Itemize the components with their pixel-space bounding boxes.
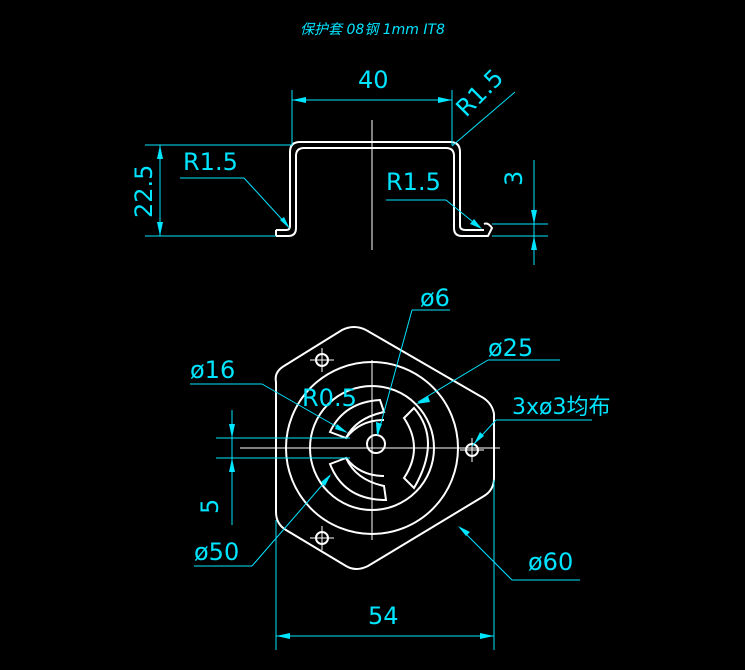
arrow-25: [416, 396, 430, 404]
leader-6: [377, 309, 413, 435]
circle-50: [285, 361, 459, 535]
top-view: ø6 ø25 3xø3均布 R0.5 ø16 5 ø50 ø: [190, 284, 610, 650]
dim-5-label: 5: [196, 499, 224, 514]
dim-40-label: 40: [358, 66, 389, 94]
dim-3-label: 3: [500, 171, 528, 186]
r15-top-label: R1.5: [450, 64, 509, 123]
arrow-40-right: [438, 97, 452, 103]
circle-25: [309, 385, 435, 511]
leader-25: [417, 359, 489, 403]
slot-upper-left: [328, 398, 386, 440]
r05-label: R0.5: [302, 384, 357, 412]
arrow-3-top: [531, 210, 537, 224]
arrow-5-bottom: [229, 458, 235, 472]
dim-54-label: 54: [368, 602, 399, 630]
arrow-54-right: [480, 633, 494, 639]
flange-outline: [274, 326, 495, 570]
arrow-r15-right: [470, 219, 482, 229]
arrow-225-top: [157, 145, 163, 159]
arrow-50: [321, 474, 331, 486]
center-hole-6: [366, 434, 386, 454]
arrow-6: [376, 422, 382, 436]
arrow-225-bottom: [157, 222, 163, 236]
holes-label: 3xø3均布: [512, 395, 610, 420]
arrow-16: [335, 424, 348, 433]
arrow-40-left: [292, 97, 306, 103]
dia-60-label: ø60: [528, 548, 573, 576]
r15-right-label: R1.5: [386, 168, 441, 196]
leader-50: [251, 475, 331, 567]
drawing-title: 保护套 08钢 1mm IT8: [300, 22, 445, 38]
slot-right: [402, 406, 429, 490]
inner-ring: [345, 419, 385, 477]
side-profile-inner: [276, 141, 484, 231]
dim-225-label: 22.5: [130, 165, 158, 218]
arrow-5-top: [229, 424, 235, 438]
dia-25-label: ø25: [488, 334, 533, 362]
r15-left-label: R1.5: [183, 148, 238, 176]
dia-50-label: ø50: [194, 538, 239, 566]
arrow-60: [458, 526, 470, 536]
arrow-r15-left: [280, 217, 290, 229]
dia-6-label: ø6: [420, 284, 450, 312]
leader-r15-left: [243, 177, 289, 227]
leader-60: [459, 527, 513, 581]
arrow-3-bottom: [531, 236, 537, 250]
leader-r15-top: [451, 91, 516, 147]
side-view: 40 R1.5 22.5 R1.5 R1.5 3: [130, 64, 548, 265]
arrow-holes: [474, 432, 484, 444]
side-profile-outer: [276, 147, 494, 237]
arrow-54-left: [276, 633, 290, 639]
dia-16-label: ø16: [190, 356, 235, 384]
slot-lower-left: [328, 456, 388, 502]
leader-16: [261, 383, 347, 433]
